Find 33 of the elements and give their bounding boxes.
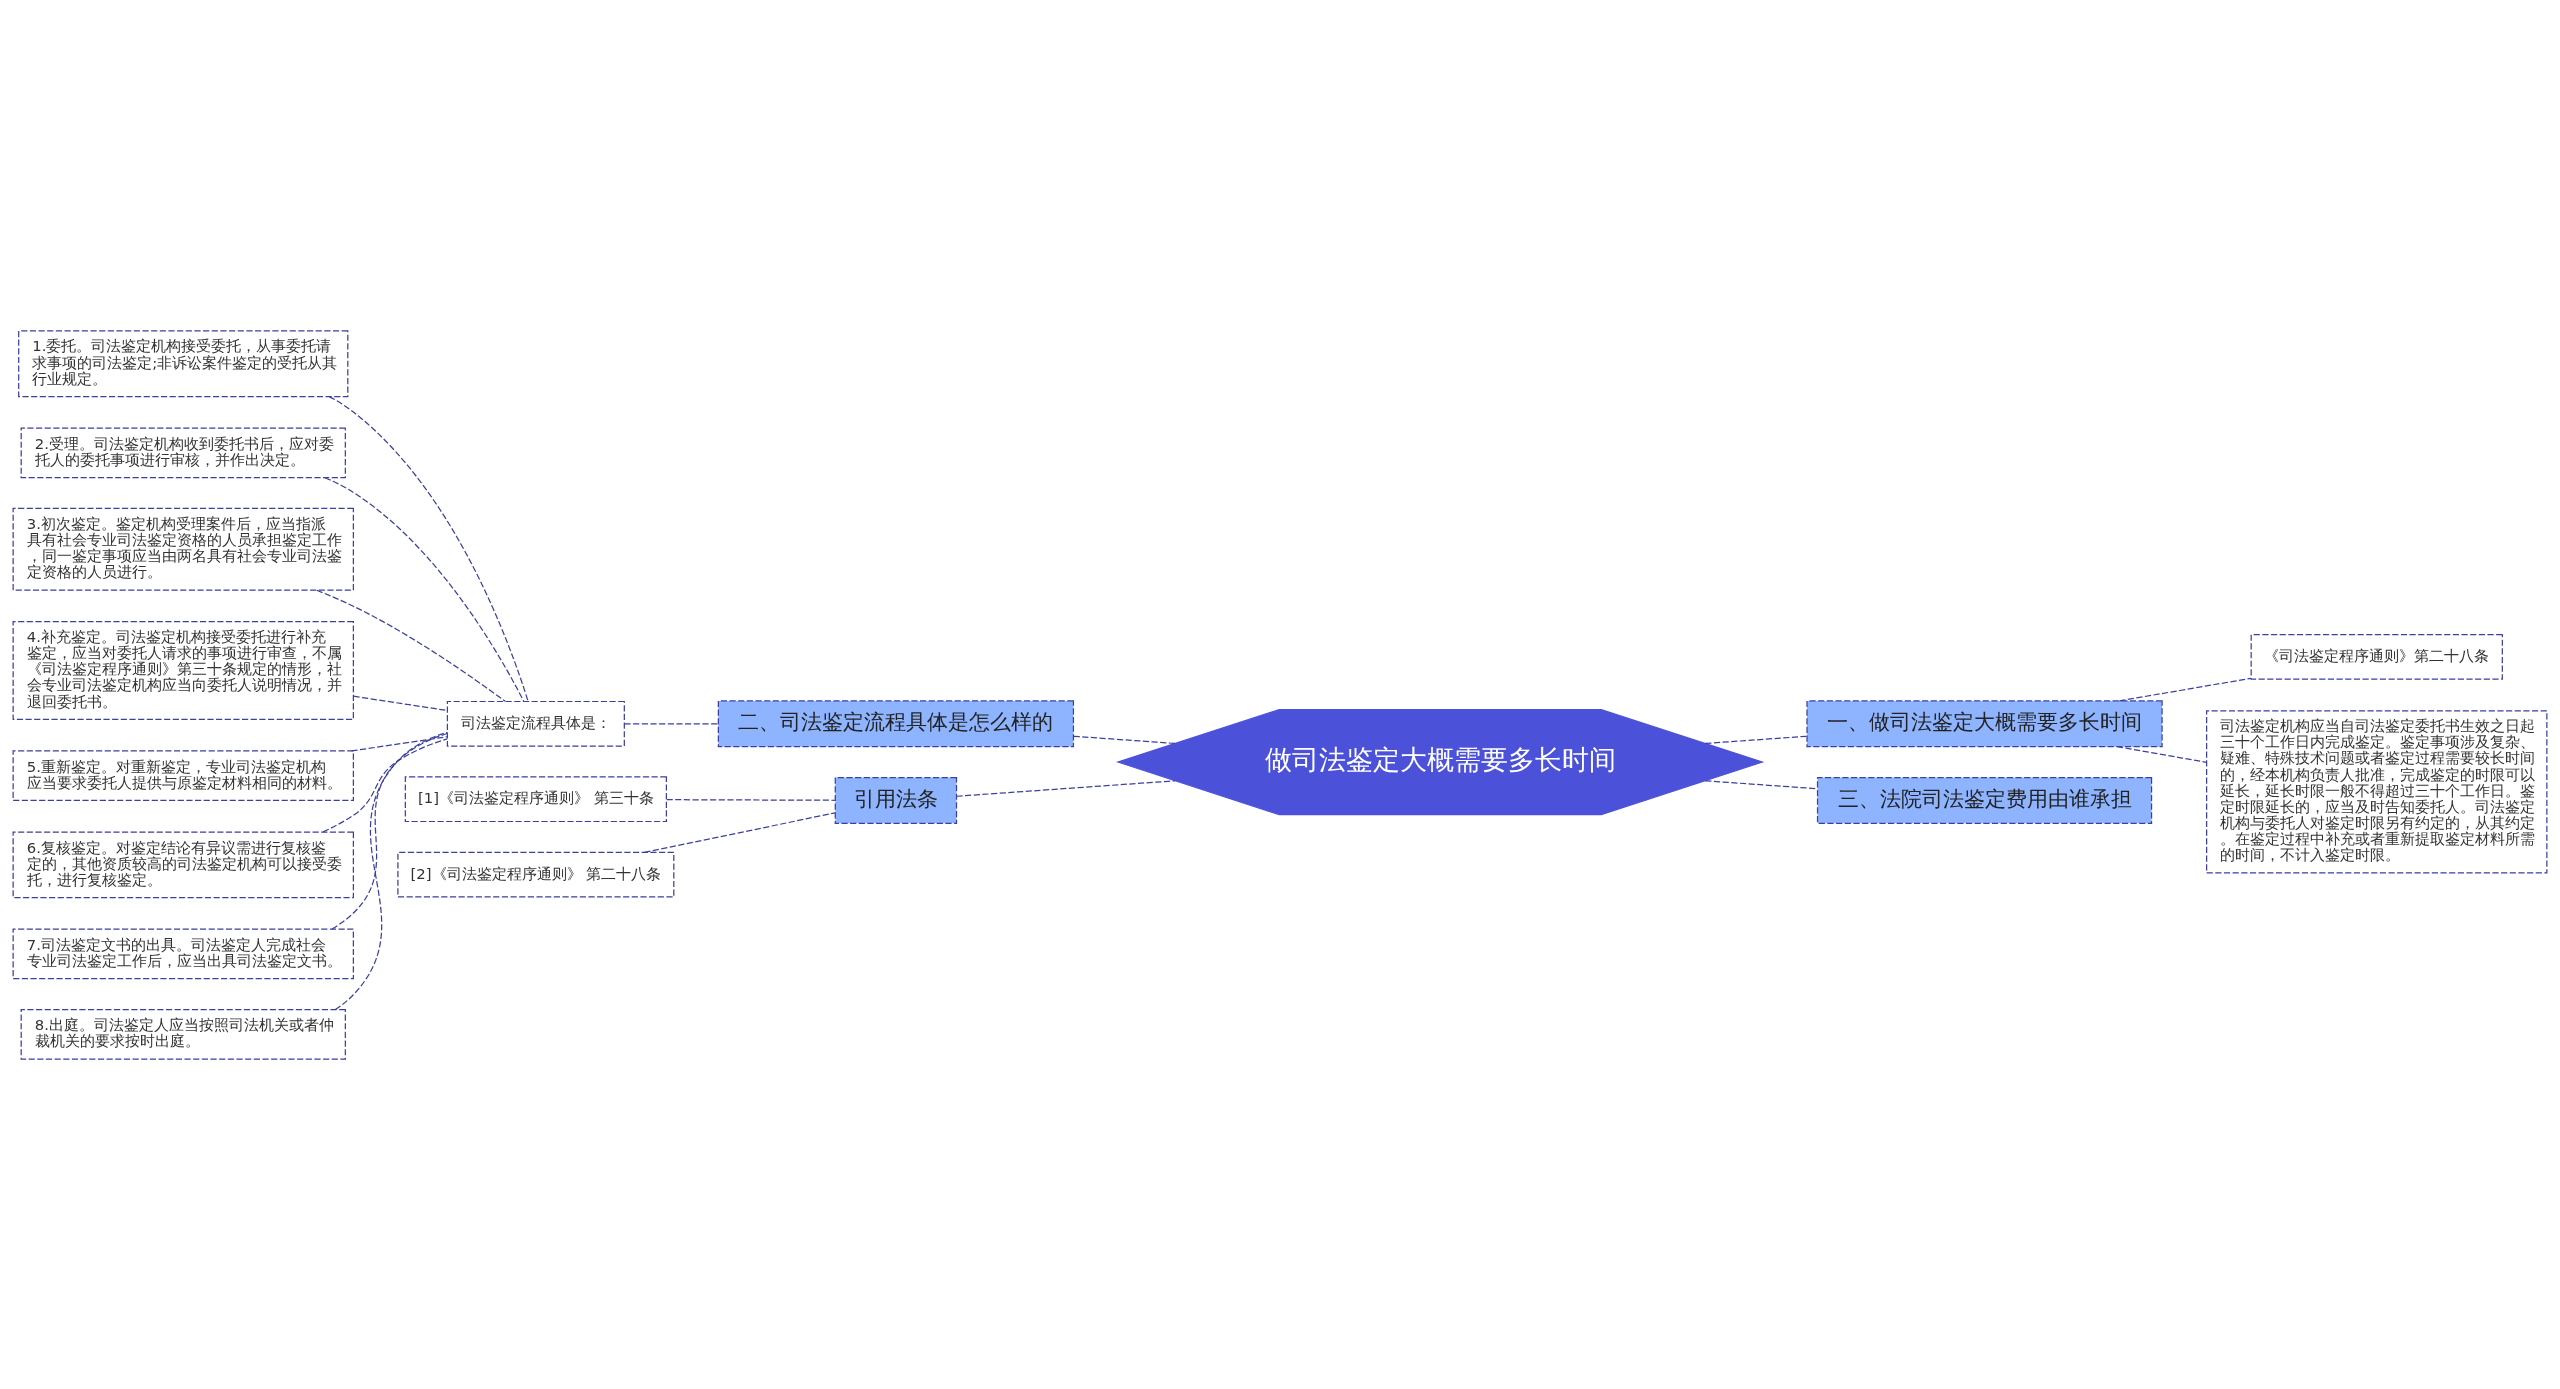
node-box: 二、司法鉴定流程具体是怎么样的 bbox=[717, 699, 1075, 747]
node-box: 1.委托。司法鉴定机构接受委托，从事委托请求事项的司法鉴定;非诉讼案件鉴定的受托从其行业规定。 bbox=[18, 329, 349, 397]
connector bbox=[2116, 745, 2207, 763]
node-box: 4.补充鉴定。司法鉴定机构接受委托进行补充鉴定，应当对委托人请求的事项进行审查，不属《司法鉴定程序通则》第三十条规定的情形，社会专业司法鉴定机构应当向委托人说明情况，并退回委托书。 bbox=[12, 620, 354, 720]
connector bbox=[331, 732, 448, 930]
connector bbox=[350, 735, 448, 752]
node-box: 一、做司法鉴定大概需要多长时间 bbox=[1806, 699, 2163, 747]
node-box: 7.司法鉴定文书的出具。司法鉴定人完成社会专业司法鉴定工作后，应当出具司法鉴定文书。 bbox=[12, 928, 354, 979]
connector bbox=[322, 737, 448, 832]
connector bbox=[1704, 735, 1808, 744]
connector bbox=[316, 589, 506, 702]
node-box: 8.出庭。司法鉴定人应当按照司法机关或者仲裁机关的要求按时出庭。 bbox=[20, 1008, 346, 1060]
connector bbox=[352, 695, 448, 711]
connector bbox=[324, 476, 525, 702]
connector bbox=[2118, 677, 2252, 701]
node-box: 5.重新鉴定。对重新鉴定，专业司法鉴定机构应当要求委托人提供与原鉴定材料相同的材料。 bbox=[12, 749, 354, 801]
node-box: 6.复核鉴定。对鉴定结论有异议需进行复核鉴定的，其他资质较高的司法鉴定机构可以接受委托，进行复核鉴定。 bbox=[12, 830, 354, 898]
connector bbox=[643, 811, 836, 853]
node-box: 引用法条 bbox=[834, 776, 958, 824]
node-box: [2]《司法鉴定程序通则》 第二十八条 bbox=[397, 851, 675, 898]
node-box: 3.初次鉴定。鉴定机构受理案件后，应当指派具有社会专业司法鉴定资格的人员承担鉴定工作，同一鉴定事项应当由两名具有社会专业司法鉴定资格的人员进行。 bbox=[12, 507, 354, 591]
node-box: 司法鉴定流程具体是： bbox=[446, 700, 625, 747]
connector bbox=[623, 722, 719, 724]
connector bbox=[334, 731, 448, 1010]
node-box: 司法鉴定机构应当自司法鉴定委托书生效之日起三十个工作日内完成鉴定。鉴定事项涉及复杂、疑难、特殊技术问题或者鉴定过程需要较长时间的，经本机构负责人批准，完成鉴定的时限可以延长，延长时限一般不得超过三十个工作日。鉴定时限延长的，应当及时告知委托人。司法鉴定机构与委托人对鉴定时限另有约定的，从其约定。在鉴定过程中补充或者重新提取鉴定材料所需的时间，不计入鉴定时限。 bbox=[2206, 709, 2548, 873]
connector bbox=[1073, 735, 1176, 744]
connector bbox=[328, 395, 529, 702]
connector bbox=[666, 798, 836, 801]
node-box: 《司法鉴定程序通则》第二十八条 bbox=[2250, 633, 2503, 680]
node-box: 三、法院司法鉴定费用由谁承担 bbox=[1816, 776, 2153, 824]
node-box: 2.受理。司法鉴定机构收到委托书后，应对委托人的委托事项进行审核，并作出决定。 bbox=[20, 426, 346, 478]
connector bbox=[956, 779, 1176, 797]
node-box: [1]《司法鉴定程序通则》 第三十条 bbox=[404, 775, 667, 822]
